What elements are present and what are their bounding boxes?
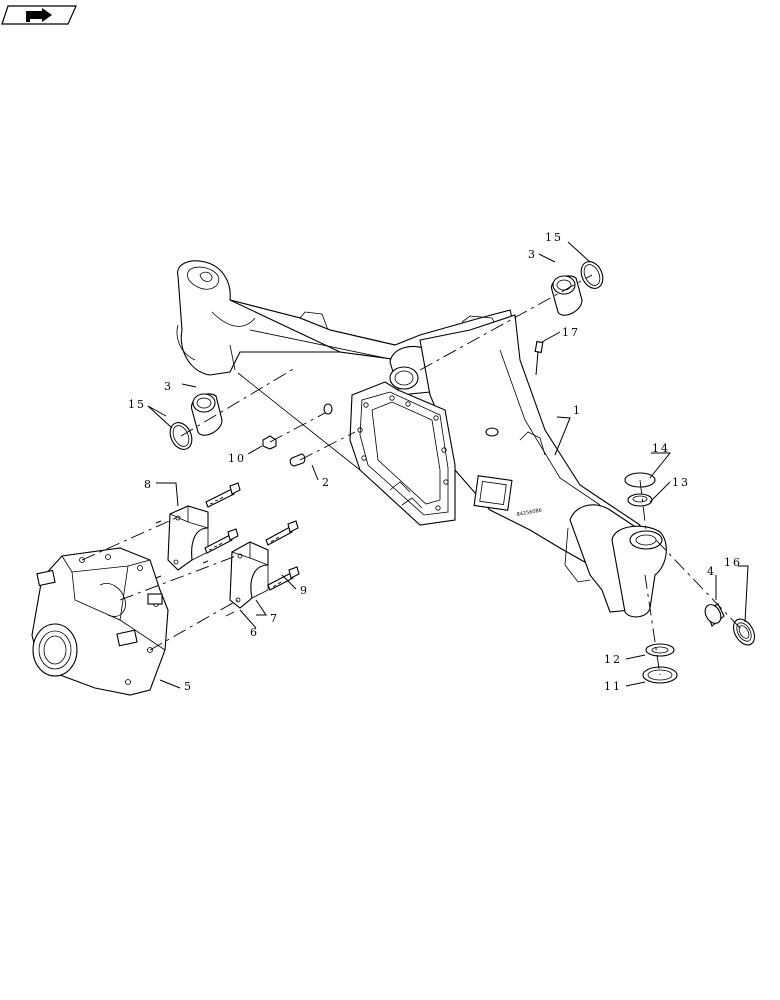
left-bushing	[191, 393, 223, 436]
callout-1: 1	[573, 404, 582, 417]
callout-2: 2	[322, 476, 331, 489]
callout-10: 10	[228, 452, 246, 465]
nav-button[interactable]	[1, 5, 77, 25]
callout-11: 11	[604, 680, 622, 693]
upper-clamp	[167, 482, 241, 571]
callout-9: 9	[300, 584, 309, 597]
thrust-washer	[627, 493, 653, 507]
nut	[262, 435, 277, 450]
washer	[323, 403, 333, 415]
callout-17: 17	[562, 326, 580, 339]
assembly-lines	[81, 274, 745, 676]
leader-lines	[147, 241, 749, 689]
grease-fitting	[534, 340, 544, 376]
callout-labels: 1 2 3 3 4 5 6 7 8 9 10 11 12 13 14 15 15…	[128, 231, 742, 693]
callout-5: 5	[184, 680, 193, 693]
callout-13: 13	[672, 476, 690, 489]
plug	[289, 453, 306, 467]
casting-mark: 84256086	[516, 508, 542, 518]
callout-7: 7	[270, 612, 279, 625]
hub-carrier	[31, 547, 169, 696]
callout-14: 14	[652, 442, 670, 455]
lower-clamp	[225, 520, 300, 617]
callout-4: 4	[707, 565, 716, 578]
return-arrow-icon	[26, 8, 52, 22]
callout-6: 6	[250, 626, 259, 639]
callout-3-right: 3	[528, 248, 537, 261]
axle-housing: 84256086	[176, 260, 667, 618]
bearing-cup	[645, 643, 675, 657]
callout-8: 8	[144, 478, 153, 491]
callout-15-right: 15	[545, 231, 563, 244]
callout-3-left: 3	[164, 380, 173, 393]
dowel-pins	[155, 520, 209, 579]
kingpin-bushing	[704, 603, 725, 627]
right-bushing	[551, 275, 583, 316]
callout-12: 12	[604, 653, 622, 666]
callout-15-left: 15	[128, 398, 146, 411]
callout-16: 16	[724, 556, 742, 569]
